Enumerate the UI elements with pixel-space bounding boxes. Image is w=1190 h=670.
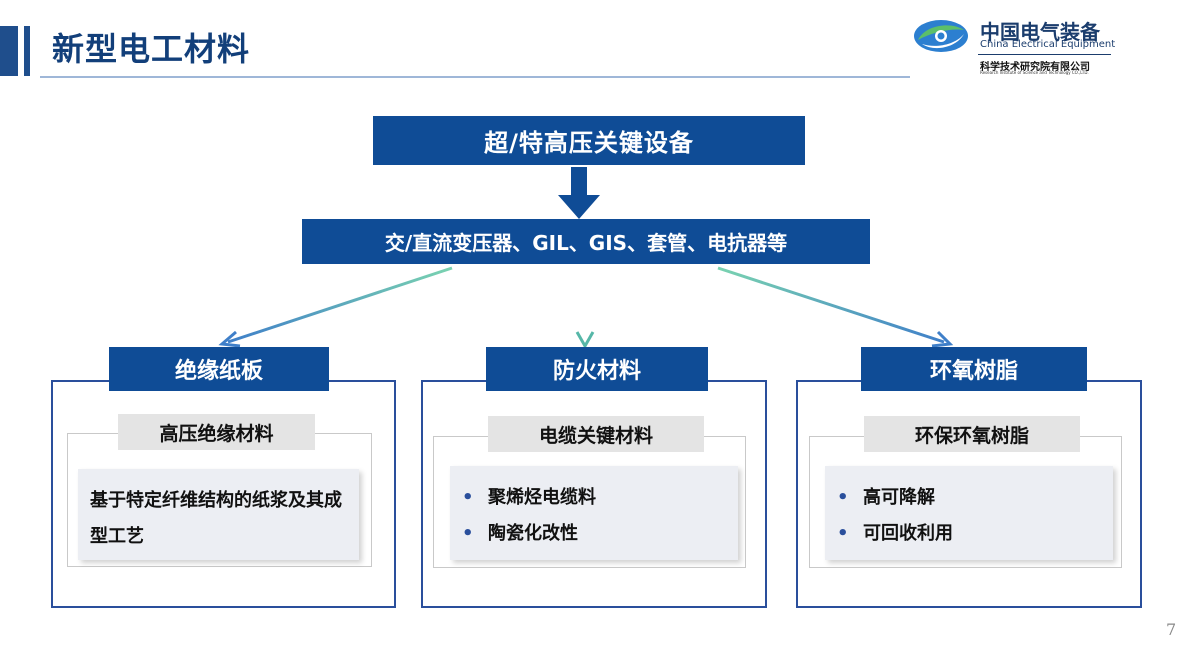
sub-label-cable-key-material: 电缆关键材料	[488, 416, 704, 452]
panel-header-insulation-board: 绝缘纸板	[109, 347, 329, 391]
bullet-icon: •	[462, 487, 474, 508]
title-accent-bar	[0, 26, 18, 76]
bullet-icon: •	[837, 487, 849, 508]
equipment-types-box: 交/直流变压器、GIL、GIS、套管、电抗器等	[302, 219, 870, 264]
page-number: 7	[1166, 620, 1177, 639]
panel-header-epoxy-resin: 环氧树脂	[861, 347, 1087, 391]
logo-subtitle-en: Research Institute of Science and Techno…	[980, 70, 1089, 75]
down-arrow-icon	[558, 167, 600, 219]
content-box-insulation: 基于特定纤维结构的纸浆及其成型工艺	[78, 469, 359, 560]
sub-label-eco-epoxy-resin: 环保环氧树脂	[864, 416, 1080, 452]
bullet-icon: •	[462, 523, 474, 544]
sub-label-high-voltage-insulation: 高压绝缘材料	[118, 414, 315, 450]
list-item: • 高可降解	[837, 480, 1101, 516]
logo-divider	[978, 54, 1111, 55]
logo-name-cn: 中国电气装备	[980, 20, 1100, 44]
page-title: 新型电工材料	[52, 30, 251, 68]
bullet-text: 高可降解	[863, 487, 935, 508]
logo-mark-icon	[914, 20, 968, 52]
key-equipment-box: 超/特高压关键设备	[373, 116, 805, 165]
bullet-text: 陶瓷化改性	[488, 523, 578, 544]
connector-arrows	[218, 266, 954, 350]
list-item: • 聚烯烃电缆料	[462, 480, 726, 516]
list-item: • 可回收利用	[837, 516, 1101, 552]
title-underline	[40, 76, 910, 78]
panel-header-fireproof-material: 防火材料	[486, 347, 708, 391]
logo-subtitle-cn: 科学技术研究院有限公司	[980, 62, 1090, 73]
bullet-text: 聚烯烃电缆料	[488, 487, 596, 508]
list-item: • 陶瓷化改性	[462, 516, 726, 552]
logo-name-en: China Electrical Equipment	[980, 39, 1116, 50]
content-box-cable: • 聚烯烃电缆料 • 陶瓷化改性	[450, 466, 738, 560]
title-accent-bar-thin	[24, 26, 30, 76]
company-logo: 中国电气装备 China Electrical Equipment 科学技术研究…	[910, 12, 1115, 76]
bullet-icon: •	[837, 523, 849, 544]
bullet-text: 可回收利用	[863, 523, 953, 544]
content-box-epoxy: • 高可降解 • 可回收利用	[825, 466, 1113, 560]
content-text-insulation: 基于特定纤维结构的纸浆及其成型工艺	[90, 490, 342, 547]
